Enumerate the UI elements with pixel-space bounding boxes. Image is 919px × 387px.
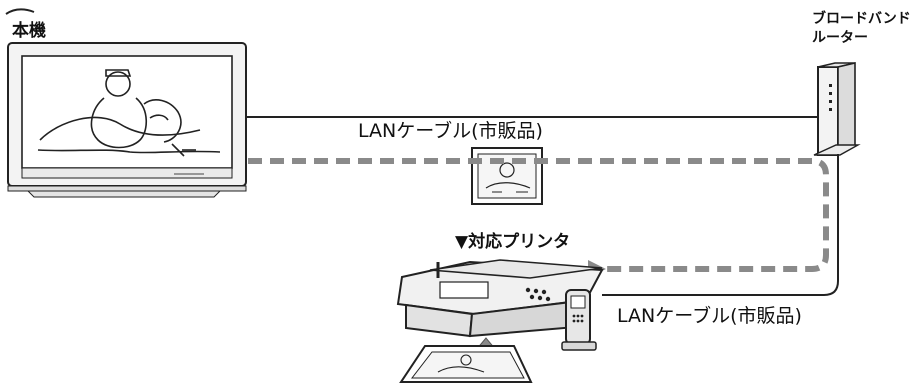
- data-flow-dotted-path: [248, 158, 829, 278]
- router-label-line-1: ブロードバンド: [812, 11, 911, 27]
- printer-icon: [396, 259, 604, 359]
- lan-cable-label-bottom: LANケーブル(市販品): [617, 305, 802, 327]
- tv-label: 本機: [12, 21, 46, 41]
- printer-label: ▼対応プリンタ: [455, 232, 571, 252]
- lan-cable-bottom-line: [602, 154, 839, 296]
- lan-cable-label-top: LANケーブル(市販品): [358, 120, 543, 142]
- router-icon: [813, 61, 861, 157]
- router-label-line-2: ルーター: [812, 29, 868, 46]
- corner-stroke: [5, 8, 35, 15]
- router-label: ブロードバンド ルーター: [812, 10, 911, 48]
- tv-icon: [7, 42, 247, 198]
- printed-photo-icon: [399, 345, 533, 383]
- photo-thumbnail-icon: [471, 147, 543, 205]
